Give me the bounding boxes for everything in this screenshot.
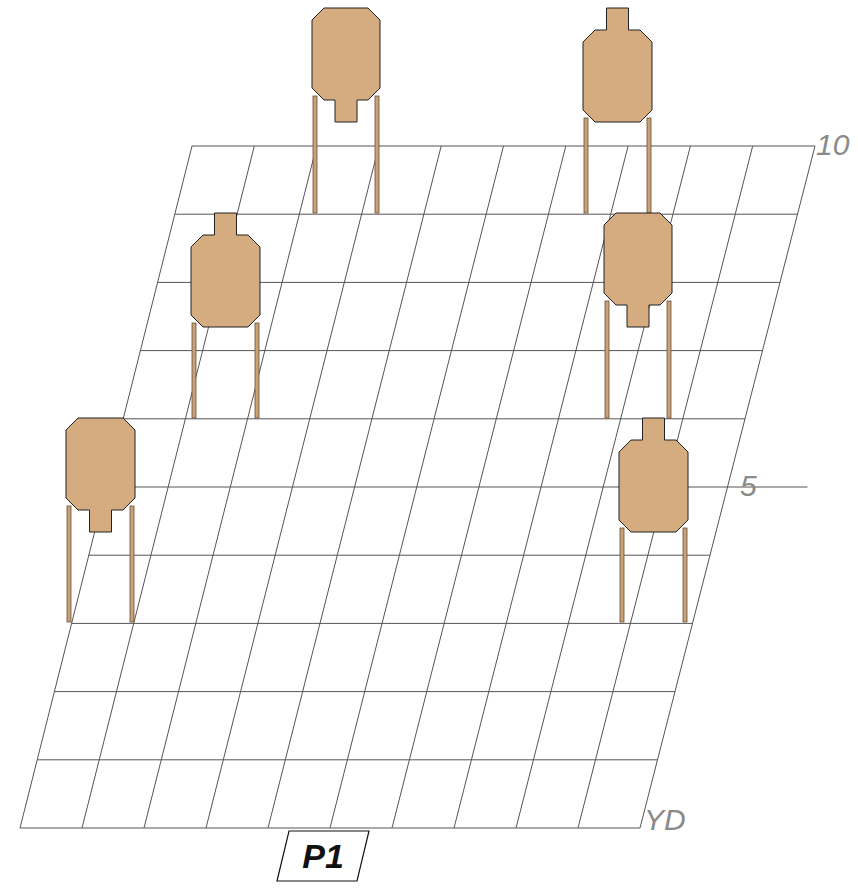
target-stand (683, 528, 687, 622)
target-stand (584, 118, 588, 213)
range-grid (20, 146, 815, 828)
target (66, 418, 135, 532)
target-stand (375, 96, 379, 213)
target-stand (620, 528, 624, 622)
target-stand (605, 301, 609, 418)
distance-label: 5 (740, 471, 757, 501)
grid-line (330, 146, 504, 828)
grid-line (144, 146, 317, 828)
target-stand (255, 323, 259, 418)
targets (66, 8, 688, 622)
target-stand (192, 323, 196, 418)
parallelogram-outline (277, 831, 369, 881)
grid-line (454, 146, 628, 828)
grid-line (20, 146, 192, 828)
target-stand (313, 96, 317, 213)
grid-line (516, 146, 690, 828)
grid-line (392, 146, 566, 828)
grid-line (578, 146, 753, 828)
distance-label: 10 (816, 130, 849, 160)
target (604, 213, 672, 327)
target (619, 418, 688, 532)
grid-tick (728, 487, 808, 488)
distance-label: YD (644, 805, 686, 835)
target-stand (667, 301, 671, 418)
grid-line (268, 146, 441, 828)
target-stand (130, 506, 134, 622)
target-stand (647, 118, 651, 213)
position-label: P1 (302, 839, 344, 873)
target-stand (67, 506, 71, 622)
target (191, 213, 260, 327)
start-position-box: P1 (276, 830, 370, 882)
target (312, 8, 380, 122)
target (583, 8, 652, 122)
